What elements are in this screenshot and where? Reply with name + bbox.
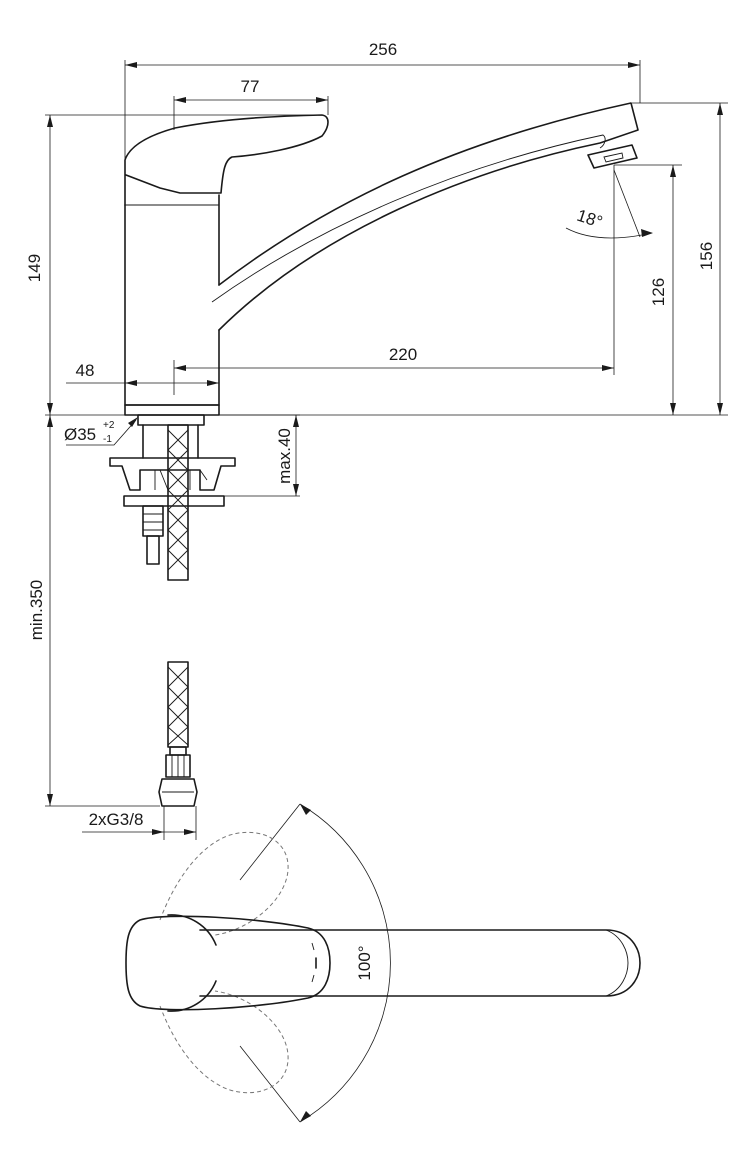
aerator xyxy=(587,144,638,169)
faucet-top-view: 100° xyxy=(125,803,641,1123)
spout-top xyxy=(199,929,641,997)
spout-reach-label: 220 xyxy=(389,345,417,364)
aerator-angle-label: 18° xyxy=(575,206,605,232)
mounting-assembly xyxy=(109,414,236,807)
faucet-body xyxy=(124,204,220,406)
mount-hole-tol-lower: -1 xyxy=(103,434,112,445)
body-height-label: 149 xyxy=(25,254,44,282)
dimension-lines xyxy=(45,60,728,840)
braided-hose-lower xyxy=(167,661,189,748)
max-deck-thickness-label: max.40 xyxy=(275,428,294,484)
base-top xyxy=(167,914,217,1012)
overall-length-label: 256 xyxy=(369,40,397,59)
min-hose-length-label: min.350 xyxy=(27,580,46,640)
mount-hole-tol-upper: +2 xyxy=(103,420,115,431)
spout xyxy=(218,102,639,331)
braided-hose-upper xyxy=(167,424,189,581)
lever-swing-angle-label: 100° xyxy=(355,945,374,980)
swing-arc xyxy=(299,803,391,1123)
hex-nut xyxy=(158,778,198,807)
spout-clearance-label: 126 xyxy=(649,278,668,306)
base-width-label: 48 xyxy=(76,361,95,380)
faucet-side-view xyxy=(124,102,639,416)
lever-ghost-left xyxy=(159,831,289,936)
dimension-labels: 256 77 149 156 126 220 48 Ø35 +2 -1 max.… xyxy=(25,40,716,829)
lever-top xyxy=(125,915,331,1011)
lever-handle xyxy=(124,114,329,206)
mount-hole-label: Ø35 xyxy=(64,425,96,444)
lever-ghost-right xyxy=(159,990,289,1094)
lever-length-label: 77 xyxy=(241,77,260,96)
connection-thread-label: 2xG3/8 xyxy=(89,810,144,829)
total-height-label: 156 xyxy=(697,242,716,270)
base-ring xyxy=(124,404,220,416)
